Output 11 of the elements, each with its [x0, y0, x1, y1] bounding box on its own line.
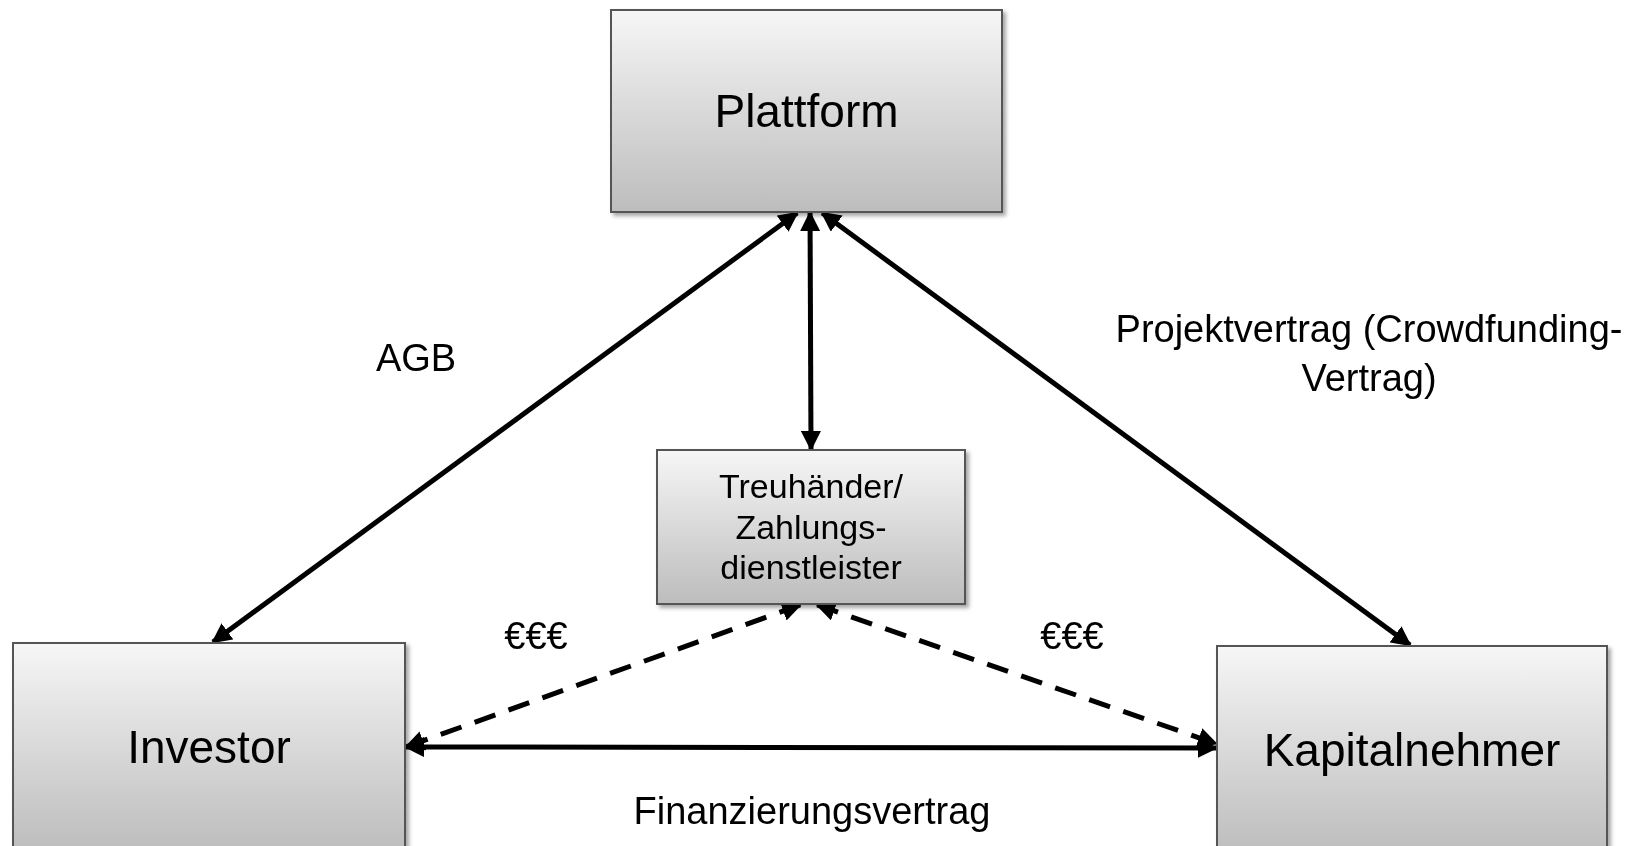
- arrow: [211, 211, 799, 644]
- process-box: [610, 9, 1003, 213]
- process-box: [1216, 645, 1608, 846]
- box-label: Investor: [127, 719, 291, 775]
- arrow: [820, 211, 1412, 647]
- box-label: Treuhänder/ Zahlungs- dienstleister: [718, 465, 904, 589]
- box-label: Plattform: [714, 83, 899, 139]
- process-box: [12, 642, 406, 846]
- box-label: Kapitalnehmer: [1263, 722, 1561, 778]
- arrow: [800, 211, 821, 451]
- process-box: [656, 449, 966, 605]
